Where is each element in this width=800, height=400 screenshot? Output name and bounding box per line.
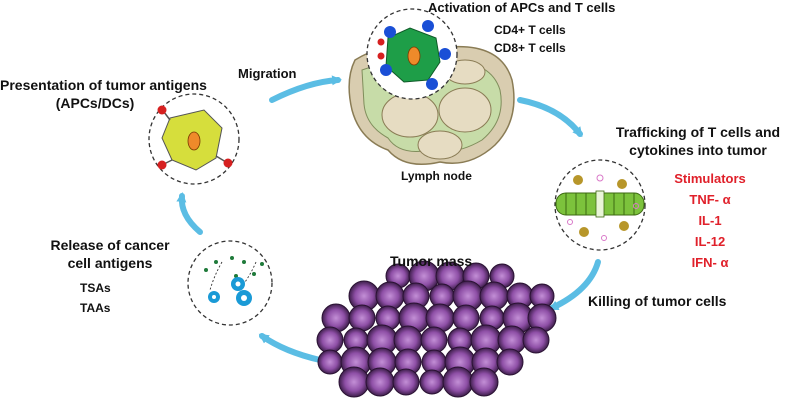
- tumor-cell: [420, 326, 448, 354]
- antigen-particle: [242, 260, 246, 264]
- t-cell: [380, 64, 392, 76]
- tumor-cell: [316, 326, 344, 354]
- killing-label: Killing of tumor cells: [588, 293, 727, 309]
- apc-nucleus: [187, 131, 201, 151]
- cycle-arrows: [176, 75, 601, 363]
- antigen-dot: [157, 105, 167, 115]
- apc-circle: [148, 93, 240, 185]
- taas-label: TAAs: [80, 301, 111, 315]
- arrow-presentation: [176, 192, 203, 235]
- arrow-to-trafficking: [517, 97, 583, 138]
- stimulators-list: Stimulators TNF- α IL-1 IL-12 IFN- α: [660, 168, 760, 273]
- antigen-dot: [157, 160, 167, 170]
- tumor-mass: [316, 260, 557, 398]
- antigen-dot: [377, 52, 385, 60]
- tumor-cell: [496, 348, 524, 376]
- tsas-label: TSAs: [80, 281, 111, 295]
- trafficking-circle: [554, 159, 646, 251]
- antigen-dot: [223, 158, 233, 168]
- presentation-subtitle: (APCs/DCs): [55, 95, 135, 111]
- stimulator-item: IL-1: [698, 213, 722, 228]
- stimulators-title: Stimulators: [674, 171, 746, 186]
- antigen-particle: [214, 260, 218, 264]
- cytokine: [619, 221, 629, 231]
- release-label: Release of cancer cell antigens: [30, 236, 190, 272]
- tumor-cell: [338, 366, 370, 398]
- release-circle: [187, 240, 273, 326]
- lymph-node-label: Lymph node: [401, 169, 472, 183]
- stimulator-item: TNF- α: [689, 192, 731, 207]
- antigen-particle: [230, 256, 234, 260]
- t-cell: [426, 78, 438, 90]
- t-cell: [384, 26, 396, 38]
- migration-label: Migration: [238, 66, 297, 81]
- cytokine: [573, 175, 583, 185]
- tumor-cell: [452, 304, 480, 332]
- arrow-release: [258, 333, 323, 363]
- release-line-1: Release of cancer: [50, 237, 170, 253]
- cytokine: [617, 179, 627, 189]
- tumor-cell: [365, 367, 395, 397]
- stimulator-item: IL-12: [694, 234, 726, 249]
- arrow-migration: [269, 75, 342, 103]
- release-line-2: cell antigens: [67, 255, 153, 271]
- t-cell: [422, 20, 434, 32]
- cd4-label: CD4+ T cells: [494, 23, 566, 37]
- trafficking-line-2: cytokines into tumor: [629, 142, 767, 158]
- activation-title: Activation of APCs and T cells: [428, 0, 616, 15]
- trafficking-line-1: Trafficking of T cells and: [615, 124, 781, 140]
- trafficking-label: Trafficking of T cells and cytokines int…: [600, 123, 796, 159]
- arrow-killing: [548, 259, 601, 311]
- antigen-particle: [252, 272, 256, 276]
- tumor-cell: [392, 368, 420, 396]
- antigen-particle: [234, 274, 238, 278]
- presentation-title: Presentation of tumor antigens (APCs/DCs…: [0, 76, 207, 112]
- antigen-particle: [260, 262, 264, 266]
- tumor-cell: [522, 326, 550, 354]
- cytokine: [579, 227, 589, 237]
- stimulator-item: IFN- α: [691, 255, 729, 270]
- tumor-cell: [317, 349, 343, 375]
- presentation-title-line: Presentation of tumor antigens: [0, 77, 207, 93]
- tumor-cell: [469, 367, 499, 397]
- tumor-mass-label: Tumor mass: [390, 253, 473, 269]
- tumor-cell: [348, 304, 376, 332]
- t-cell: [439, 48, 451, 60]
- antigen-particle: [204, 268, 208, 272]
- activated-apc-nucleus: [407, 46, 421, 66]
- antigen-dot: [377, 38, 385, 46]
- tumor-cell: [442, 366, 474, 398]
- cd8-label: CD8+ T cells: [494, 41, 566, 55]
- tumor-cell: [419, 369, 445, 395]
- activation-circle: [366, 8, 458, 100]
